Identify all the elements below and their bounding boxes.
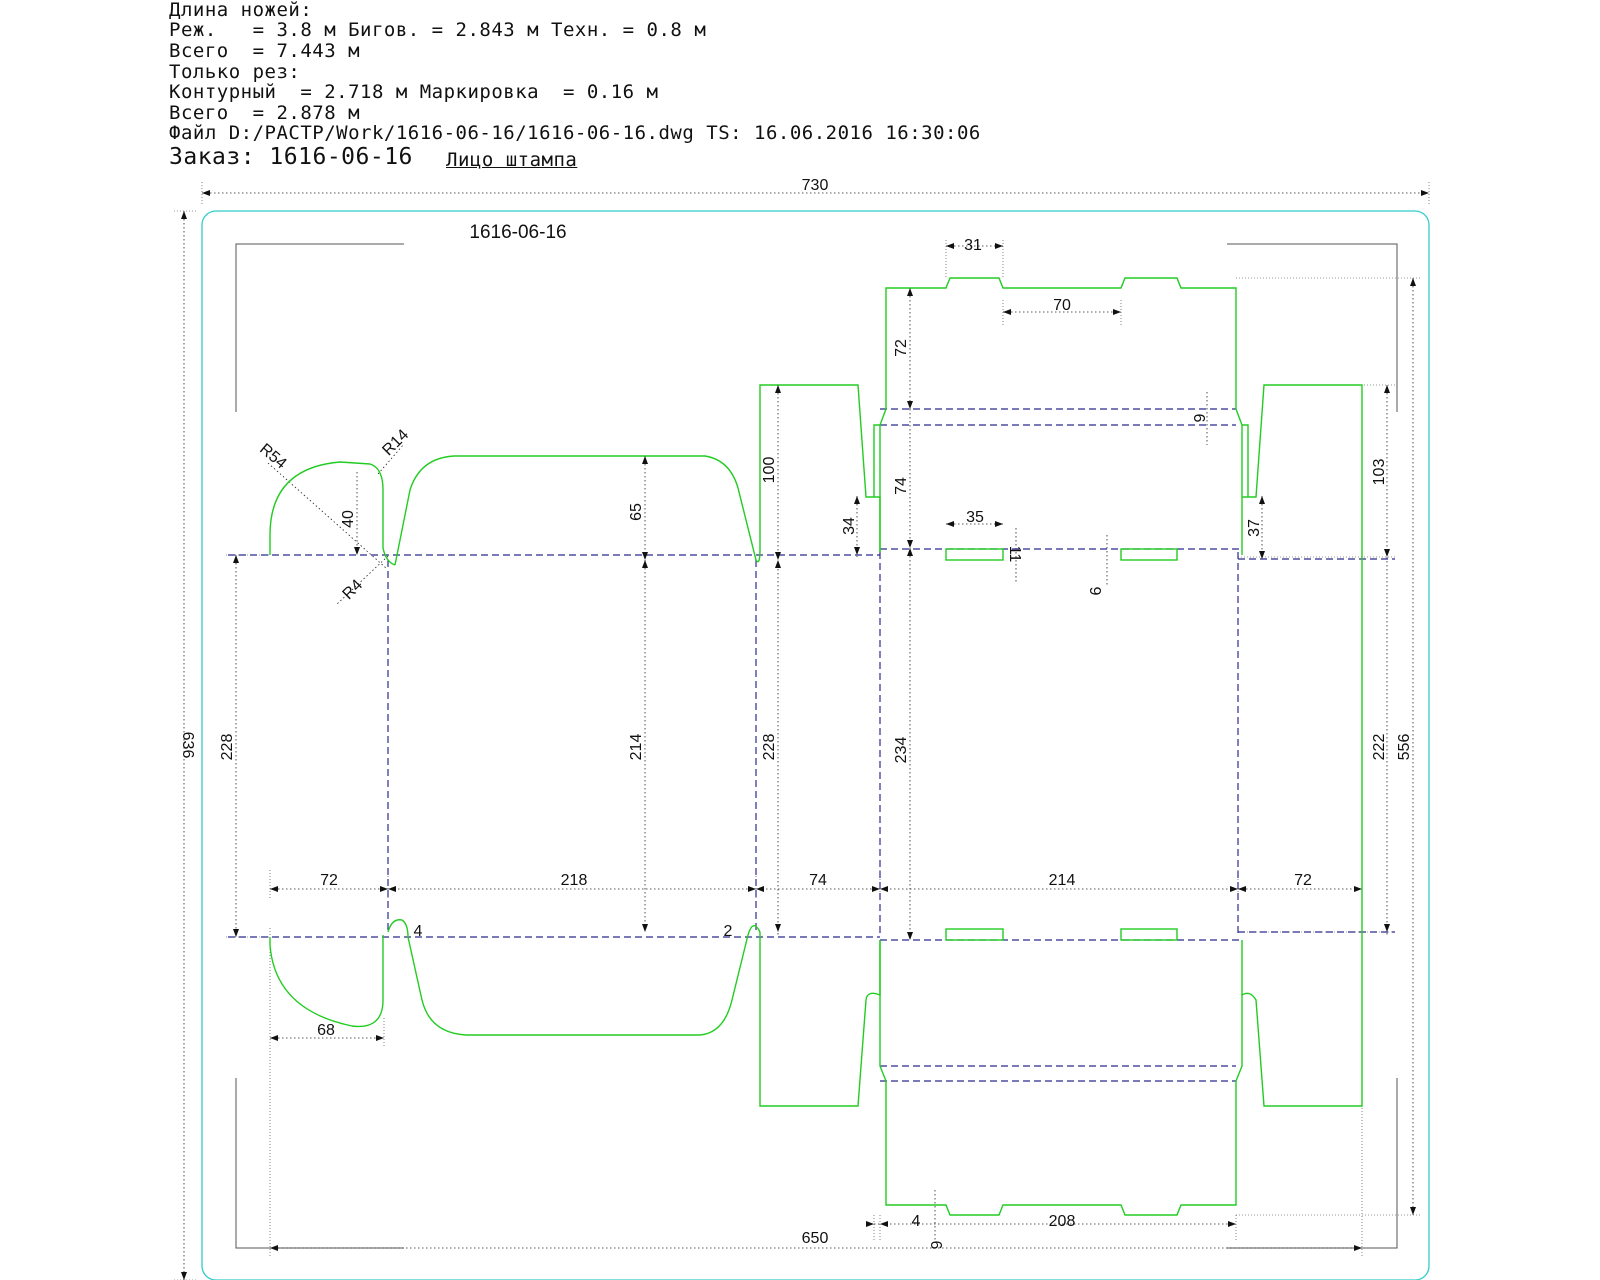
header-line-total-cut: Всего = 2.878 м: [169, 102, 361, 124]
dim-h11: 11: [1006, 546, 1023, 563]
dim-h34: 34: [841, 517, 858, 535]
crease-lines: [228, 408, 1395, 1082]
header-line-file: Файл D:/PACTP/Work/1616-06-16/1616-06-16…: [169, 122, 981, 144]
header-line-cut-only: Только рез:: [169, 61, 301, 83]
dim-h103: 103: [1371, 459, 1388, 486]
dim-bottom-width: 650: [802, 1230, 829, 1247]
dim-h556: 556: [1396, 734, 1413, 761]
dim-tab-31: 31: [964, 237, 982, 254]
dim-h6: 6: [1088, 586, 1105, 595]
dim-gap-4: 4: [414, 923, 423, 940]
dim-h9: 9: [1192, 413, 1209, 422]
dim-b6: 6: [927, 1241, 944, 1250]
dim-w218: 218: [561, 872, 588, 889]
dim-h40: 40: [340, 510, 357, 528]
header-line-contour: Контурный = 2.718 м Маркировка = 0.16 м: [169, 81, 659, 103]
corner-marks: [235, 243, 1398, 1249]
dim-h74: 74: [893, 477, 910, 495]
dim-h234: 234: [893, 737, 910, 764]
dim-h228-left: 228: [219, 734, 236, 761]
dim-w72-left: 72: [320, 872, 338, 889]
sheet-frame: [201, 210, 1430, 1280]
dim-w208: 208: [1049, 1213, 1076, 1230]
dim-w74: 74: [809, 872, 827, 889]
dimension-labels: 730 636 650 1616-06-16 31 70 72 9 74 35 …: [179, 177, 1413, 1250]
dim-r54: R54: [256, 441, 289, 473]
dim-h65: 65: [628, 503, 645, 521]
dim-r4: R4: [340, 577, 367, 604]
dim-h228-mid: 228: [761, 734, 778, 761]
sheet-label: 1616-06-16: [469, 222, 566, 243]
order-number: Заказ: 1616-06-16: [169, 144, 413, 170]
dim-overall-width: 730: [802, 177, 829, 194]
dim-r14: R14: [379, 426, 412, 459]
header-line-total: Всего = 7.443 м: [169, 40, 361, 62]
dim-w214: 214: [1049, 872, 1076, 889]
header-line-cut-crease: Реж. = 3.8 м Бигов. = 2.843 м Техн. = 0.…: [169, 19, 707, 41]
dim-h222: 222: [1371, 734, 1388, 761]
dim-gap-2: 2: [724, 923, 733, 940]
dim-h100: 100: [761, 457, 778, 484]
extension-lines: [174, 182, 1430, 1280]
header-line-knife-length: Длина ножей:: [169, 0, 313, 21]
dim-overall-height: 636: [179, 732, 196, 759]
dim-h37: 37: [1246, 519, 1263, 537]
cut-lines: [269, 277, 1363, 1216]
dimension-arrows: [181, 190, 1429, 1280]
dim-b4: 4: [912, 1213, 921, 1230]
dim-tab-70: 70: [1053, 297, 1071, 314]
dim-w72-right: 72: [1294, 872, 1312, 889]
dim-w35: 35: [966, 509, 984, 526]
dim-h72: 72: [893, 339, 910, 357]
dim-w68: 68: [317, 1022, 335, 1039]
face-label-link[interactable]: Лицо штампа: [446, 149, 578, 171]
dimension-lines: [183, 192, 1429, 1280]
dim-h214: 214: [628, 734, 645, 761]
